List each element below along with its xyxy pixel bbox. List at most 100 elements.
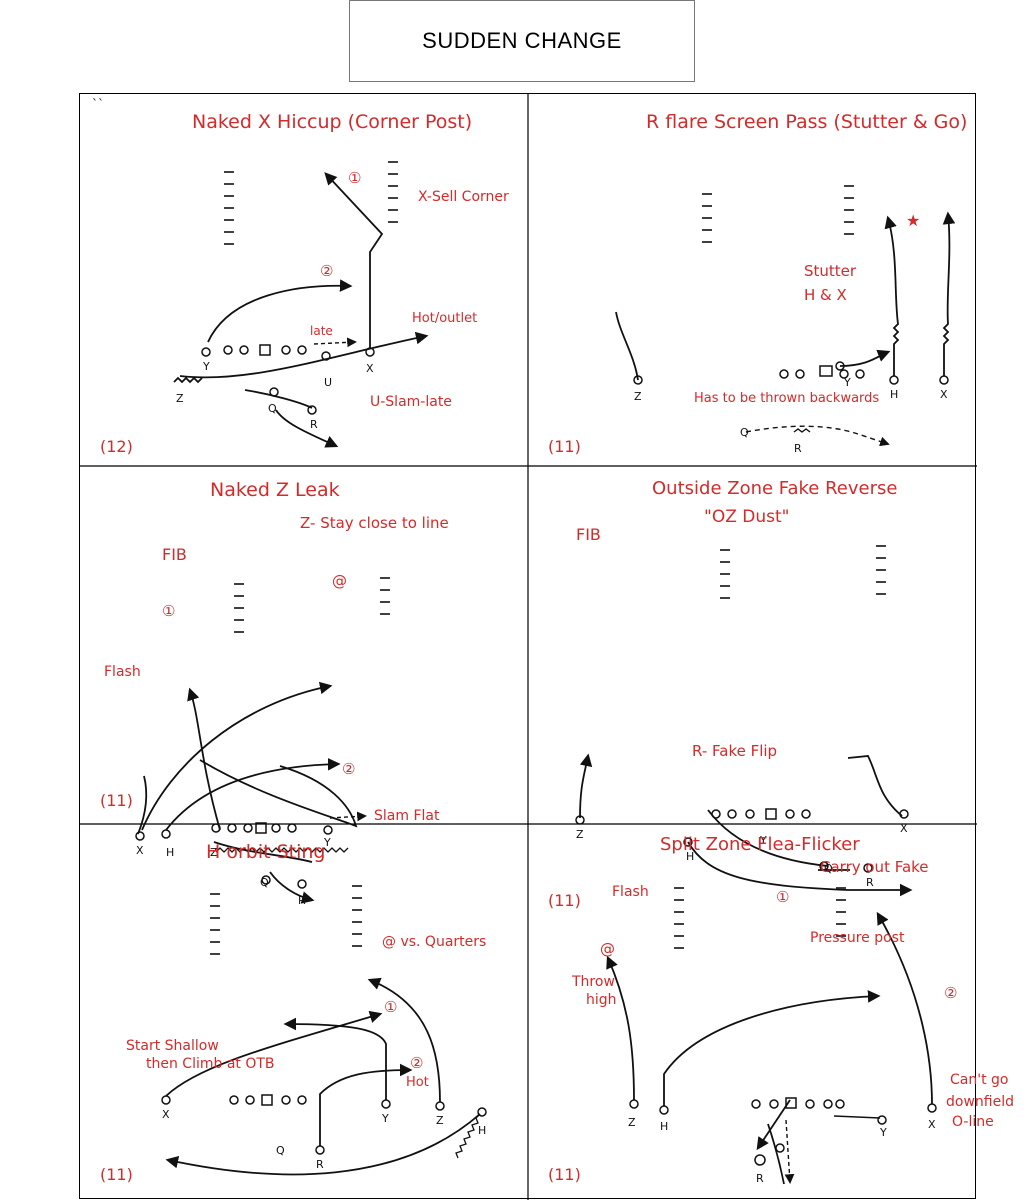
note-thrown-backwards: Has to be thrown backwards: [694, 391, 879, 406]
personnel-count-2: (11): [548, 437, 581, 456]
player-x: X: [900, 822, 908, 835]
player-r: R: [310, 418, 318, 431]
route-z-go: [606, 955, 635, 1101]
note-cant-go: Can't go: [950, 1072, 1008, 1088]
marker-2: ②: [410, 1054, 423, 1072]
route-pitch: [767, 1123, 785, 1185]
player-h: H: [686, 850, 694, 863]
player-q: Q: [260, 876, 269, 889]
route-x-dig: [165, 1010, 383, 1097]
route-q-boot: [244, 389, 313, 409]
offensive-line: [575, 808, 909, 873]
player-z: Z: [576, 828, 584, 841]
play-diagram-3: Naked Z Leak X H: [100, 479, 449, 907]
route-h-dig: [165, 757, 341, 831]
defender-marks: [224, 161, 398, 245]
player-q: Q: [824, 862, 833, 875]
play-title-1: Naked X Hiccup (Corner Post): [192, 111, 472, 133]
note-slam-flat: Slam Flat: [374, 808, 440, 824]
zig-line: [215, 847, 349, 853]
marker-2: ②: [320, 262, 333, 280]
play-card-5: H orbit Sting X Y Z H Q: [80, 824, 528, 1200]
play-diagram-1: `` Naked X Hiccup (Corner Post): [92, 97, 509, 456]
personnel-count-4: (11): [548, 891, 581, 910]
note-hot-outlet: Hot/outlet: [412, 311, 477, 326]
play-title-3: Naked Z Leak: [210, 479, 340, 501]
misc-mark: ``: [92, 97, 104, 111]
marker-2: ②: [342, 760, 355, 778]
marker-at: @: [600, 940, 615, 958]
play-diagram-6: Split Zone Flea-Flicker Z H Y: [548, 834, 1014, 1185]
player-r: R: [316, 1158, 324, 1171]
route-h-flash: [687, 841, 913, 897]
marker-1: ①: [776, 888, 789, 906]
player-z: Z: [634, 390, 642, 403]
player-x: X: [940, 388, 948, 401]
player-h: H: [166, 846, 174, 859]
note-stutter: Stutter: [804, 262, 857, 280]
route-y-shallow-climb: [283, 1017, 387, 1100]
defender-marks: [702, 185, 854, 243]
route-r-flat: [275, 409, 339, 448]
play-title-5: H orbit Sting: [206, 841, 325, 863]
play-card-4: Outside Zone Fake Reverse "OZ Dust" Z H: [528, 466, 977, 910]
star-mark: ★: [906, 211, 920, 230]
player-y: Y: [879, 1126, 887, 1139]
player-r: R: [866, 876, 874, 889]
note-start-shallow: Start Shallow: [126, 1038, 219, 1054]
personnel-count-5: (11): [100, 1165, 133, 1184]
motion-z: [173, 376, 203, 384]
player-h: H: [890, 388, 898, 401]
player-x: X: [928, 1118, 936, 1131]
route-r-hot: [319, 1063, 413, 1146]
route-y-orbit: [707, 809, 829, 867]
route-y-cross: [207, 279, 353, 343]
marker-1: ①: [348, 169, 361, 187]
route-handoff: [756, 1099, 791, 1151]
player-y: Y: [759, 834, 767, 847]
marker-1: ①: [162, 602, 175, 620]
offensive-line: [633, 361, 949, 385]
note-downfield: downfield: [946, 1094, 1014, 1110]
note-high: high: [586, 992, 617, 1008]
player-r: R: [794, 442, 802, 455]
note-fib: FIB: [162, 545, 187, 564]
note-r-fake-flip: R- Fake Flip: [692, 742, 777, 760]
player-h: H: [478, 1124, 486, 1137]
route-x-post: [141, 681, 333, 831]
player-q: Q: [268, 402, 277, 415]
route-x-pressure-post: [876, 911, 933, 1105]
note-flash: Flash: [612, 884, 649, 900]
player-r: R: [756, 1172, 764, 1185]
route-r-flea: [784, 1119, 795, 1184]
note-vs-quarters: @ vs. Quarters: [382, 934, 486, 950]
marker-at: @: [332, 572, 347, 590]
personnel-count-6: (11): [548, 1165, 581, 1184]
route-y-flat: [329, 811, 367, 822]
player-q: Q: [740, 426, 749, 439]
player-x: X: [136, 844, 144, 857]
defender-marks: [234, 577, 390, 633]
offensive-line: [161, 1094, 487, 1155]
offensive-line: [135, 822, 333, 889]
route-z-leak: [187, 687, 221, 831]
note-flash: Flash: [104, 664, 141, 680]
note-x-sell-corner: X-Sell Corner: [418, 189, 509, 205]
play-card-1: `` Naked X Hiccup (Corner Post): [80, 94, 528, 466]
route-z-cross: [179, 331, 429, 379]
player-z: Z: [176, 392, 184, 405]
player-z: Z: [436, 1114, 444, 1127]
player-z: Z: [210, 846, 218, 859]
defender-marks: [210, 885, 362, 955]
note-o-line: O-line: [952, 1114, 994, 1130]
note-z-stay-close: Z- Stay close to line: [300, 514, 449, 532]
play-diagram-2: R flare Screen Pass (Stutter & Go) Z: [548, 111, 967, 456]
route-z-go: [615, 311, 639, 381]
note-fib: FIB: [576, 525, 601, 544]
player-h: H: [660, 1120, 668, 1133]
play-diagram-4: Outside Zone Fake Reverse "OZ Dust" Z H: [548, 478, 929, 910]
route-y-slam: [199, 759, 358, 828]
personnel-count-3: (11): [100, 791, 133, 810]
note-pressure-post: Pressure post: [810, 930, 905, 946]
note-throw: Throw: [571, 974, 615, 990]
